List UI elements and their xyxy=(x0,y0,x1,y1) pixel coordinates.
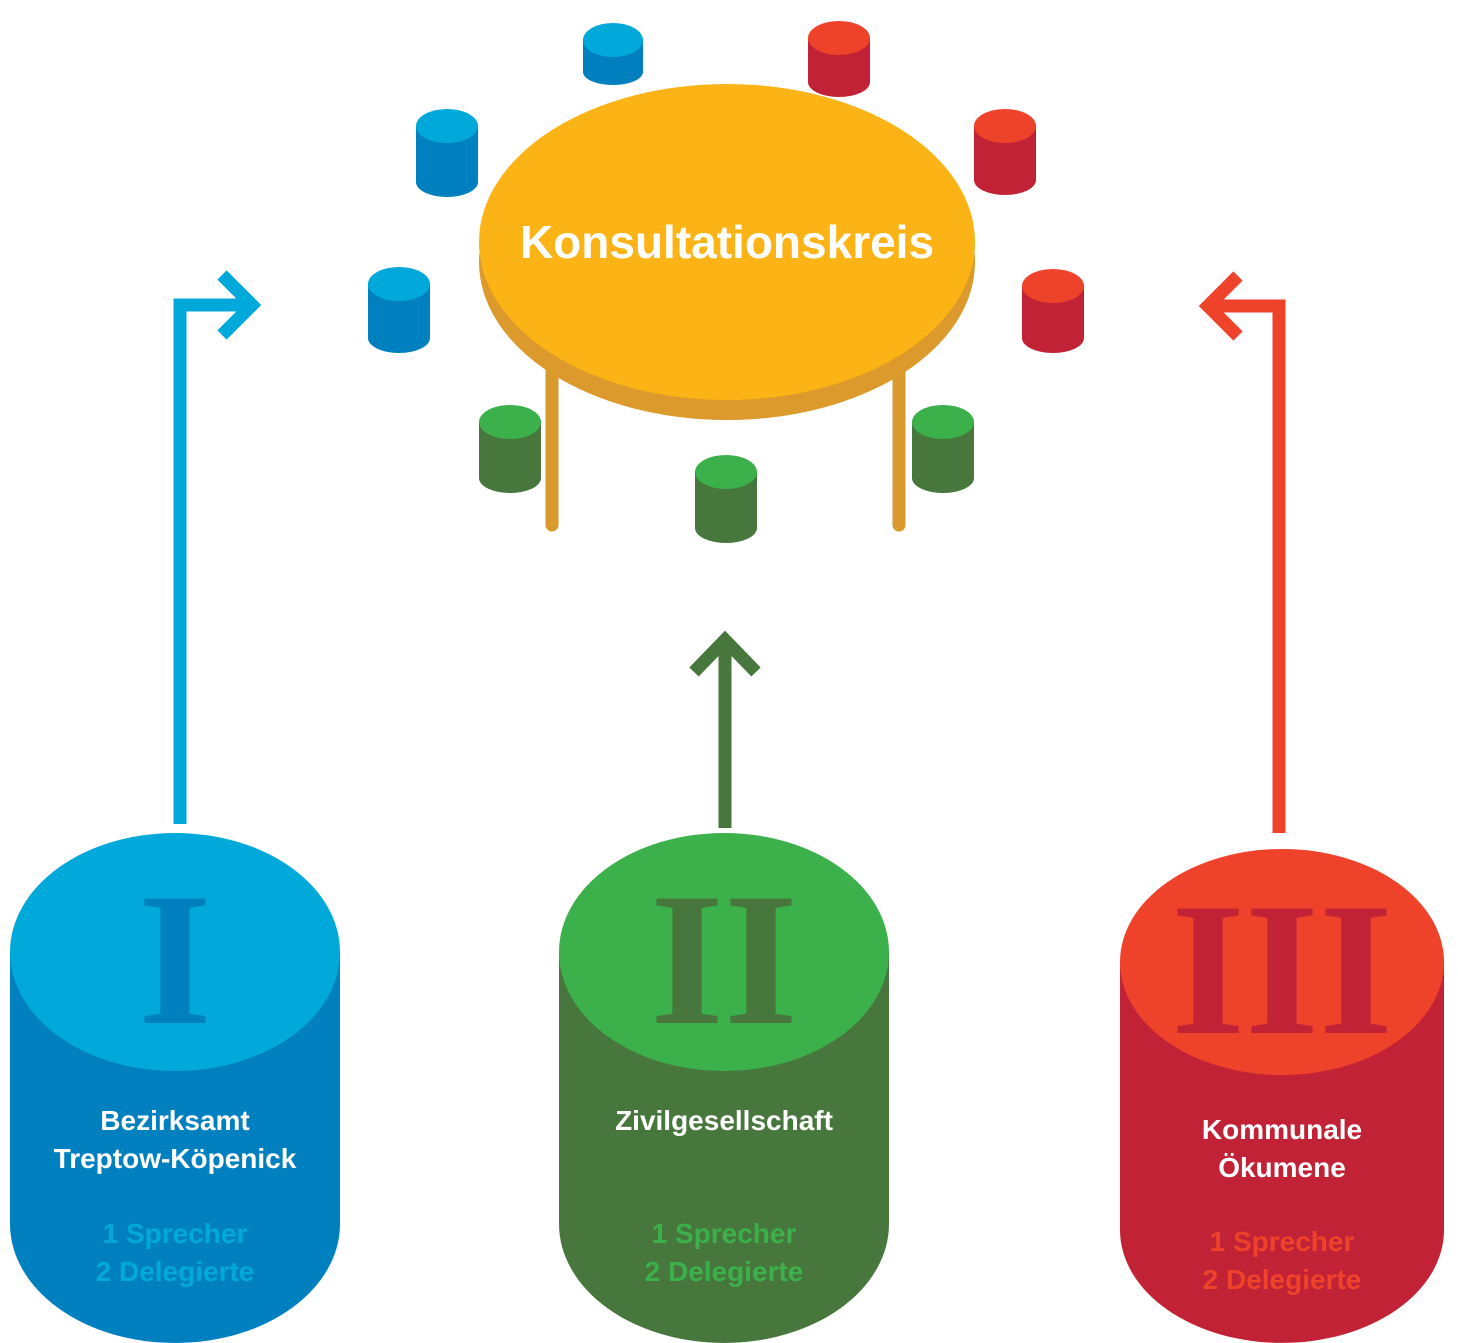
group-role-line2: 2 Delegierte xyxy=(645,1256,804,1287)
group-role-line1: 1 Sprecher xyxy=(1210,1226,1355,1257)
table-title: Konsultationskreis xyxy=(520,216,934,268)
group-role-line2: 2 Delegierte xyxy=(96,1256,255,1287)
group-name-line1: Kommunale xyxy=(1202,1114,1362,1145)
group-role-line1: 1 Sprecher xyxy=(652,1218,797,1249)
group-name-line2: Treptow-Köpenick xyxy=(54,1143,297,1174)
arrow-blue xyxy=(173,270,262,824)
round-table: Konsultationskreis xyxy=(479,84,975,532)
group-name-line2: Ökumene xyxy=(1218,1152,1346,1183)
group-role-line1: 1 Sprecher xyxy=(103,1218,248,1249)
group-name-line1: Bezirksamt xyxy=(100,1105,249,1136)
stool-green-3 xyxy=(912,405,974,493)
group-numeral: II xyxy=(650,855,798,1065)
group-numeral: III xyxy=(1171,865,1393,1075)
arrow-red xyxy=(1198,271,1286,833)
group-role-line2: 2 Delegierte xyxy=(1203,1264,1362,1295)
stool-blue-1 xyxy=(583,23,643,85)
group-cylinder-2: II Zivilgesellschaft 1 Sprecher 2 Delegi… xyxy=(559,833,889,1343)
stool-blue-2 xyxy=(416,109,478,197)
group-cylinder-3: III Kommunale Ökumene 1 Sprecher 2 Deleg… xyxy=(1120,849,1444,1343)
group-cylinder-1: I Bezirksamt Treptow-Köpenick 1 Sprecher… xyxy=(10,833,340,1343)
stool-red-3 xyxy=(1022,269,1084,353)
stool-red-2 xyxy=(974,109,1036,195)
stool-green-1 xyxy=(479,405,541,493)
arrow-green xyxy=(689,630,761,828)
table-top xyxy=(479,84,975,400)
group-name-line1: Zivilgesellschaft xyxy=(615,1105,833,1136)
stool-blue-3 xyxy=(368,267,430,353)
stool-green-2 xyxy=(695,455,757,543)
stool-red-1 xyxy=(808,21,870,97)
group-numeral: I xyxy=(138,855,212,1065)
